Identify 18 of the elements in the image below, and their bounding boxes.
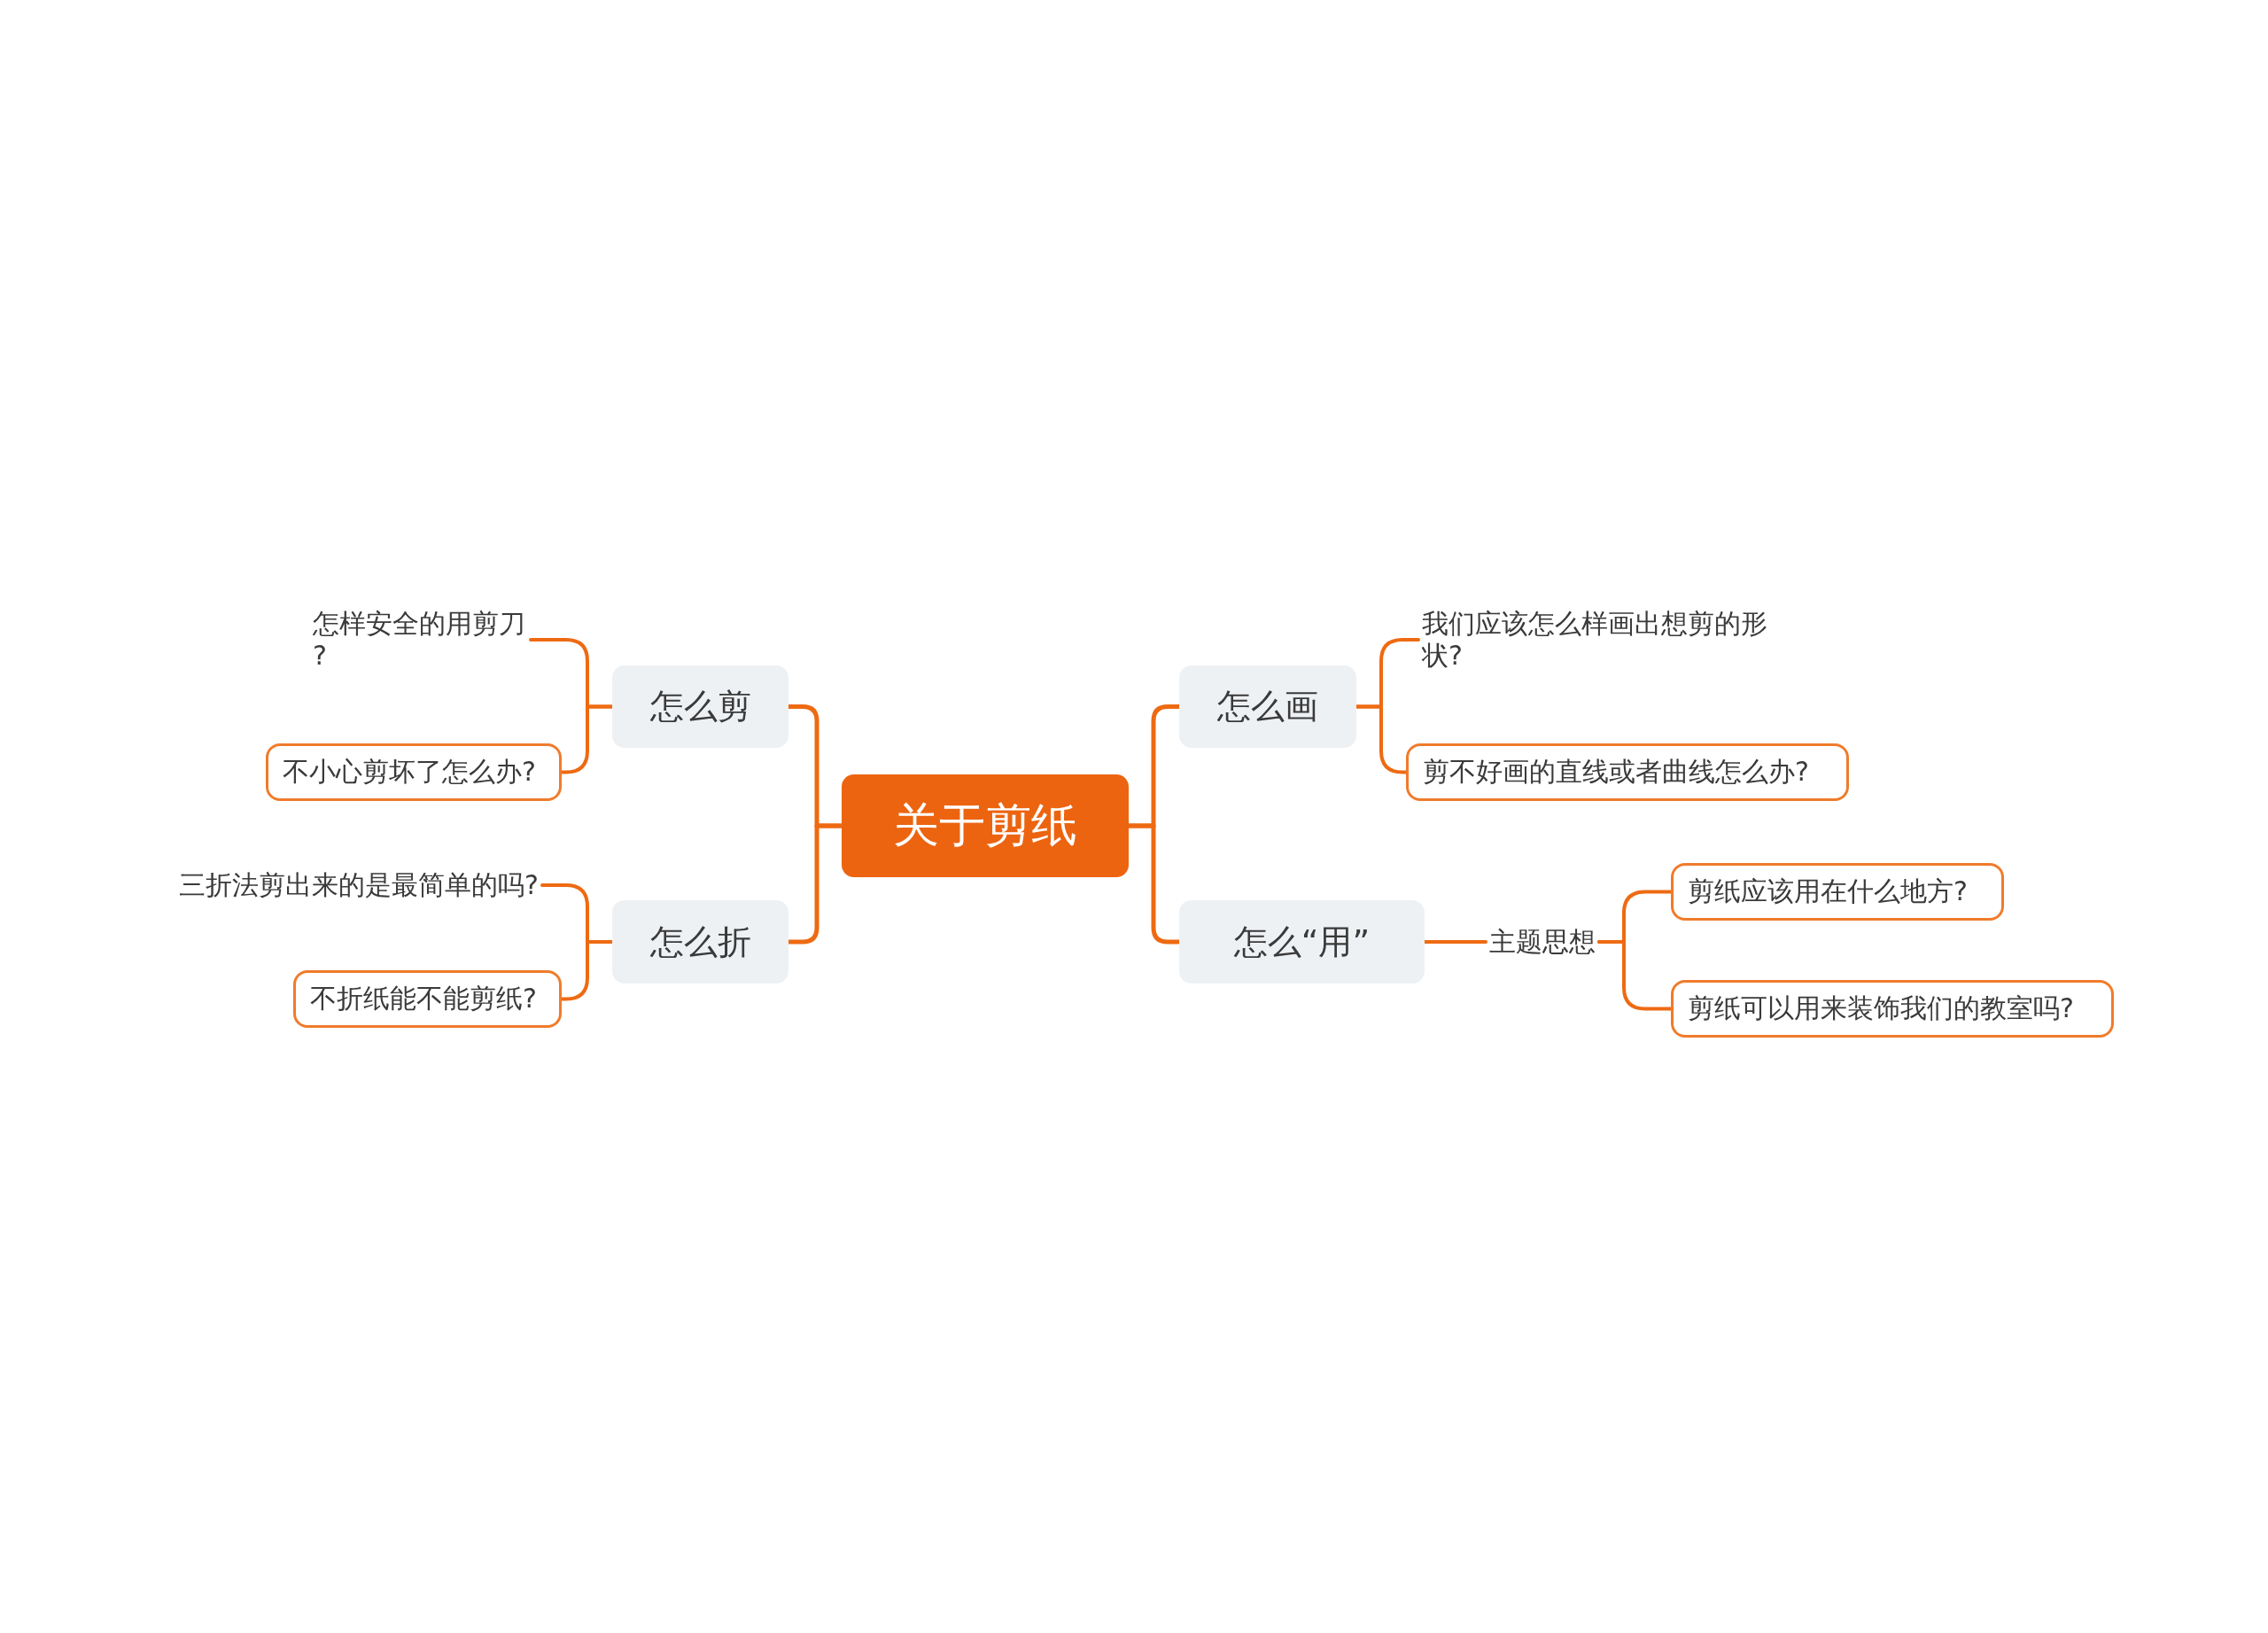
question-box: 剪不好画的直线或者曲线怎么办? (1406, 743, 1849, 801)
branch-line (560, 704, 614, 774)
question-text: 三折法剪出来的是最简单的吗? (175, 869, 542, 901)
branch-line (1597, 940, 1673, 1011)
topic-box: 关于剪纸 (842, 774, 1129, 877)
question-text: 主题思想 (1486, 926, 1599, 958)
question-box: 不小心剪坏了怎么办? (266, 743, 562, 801)
question-box: 剪纸可以用来装饰我们的教室吗? (1671, 980, 2114, 1038)
branch-line (1423, 940, 1487, 944)
subtopic-box: 怎么画 (1179, 665, 1356, 748)
question-box: 剪纸应该用在什么地方? (1671, 863, 2004, 921)
subtopic-box: 怎么“用” (1179, 900, 1425, 984)
subtopic-box: 怎么折 (612, 900, 788, 984)
branch-line (1355, 704, 1408, 774)
question-text: 怎样安全的用剪刀? (309, 608, 531, 672)
question-text: 我们应该怎么样画出想剪的形状? (1418, 608, 1773, 672)
question-box: 不折纸能不能剪纸? (293, 970, 562, 1028)
subtopic-box: 怎么剪 (612, 665, 788, 748)
